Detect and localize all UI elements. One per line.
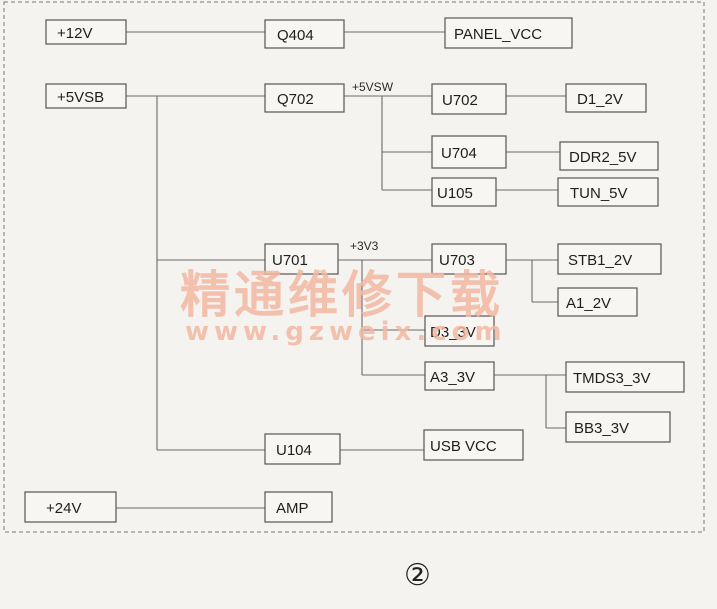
block-label: AMP xyxy=(276,500,309,517)
block-label: USB VCC xyxy=(430,438,497,455)
block-label: D1_2V xyxy=(577,91,623,108)
block-a1-2v: A1_2V xyxy=(557,287,638,317)
block-label: DDR2_5V xyxy=(569,149,637,166)
block-u703: U703 xyxy=(431,243,507,275)
watermark-url: www.gzweix.com xyxy=(185,317,507,347)
block-label: D3_3V xyxy=(430,324,476,341)
block-label: +5VSB xyxy=(57,89,104,106)
figure-number: ② xyxy=(404,558,431,593)
block-q702: Q702 xyxy=(264,83,345,113)
block-label: Q404 xyxy=(277,27,314,44)
block-u104: U104 xyxy=(264,433,341,465)
block-u701: U701 xyxy=(264,243,339,275)
watermark-chinese: 精通维修下载 xyxy=(180,266,504,324)
block-label: U701 xyxy=(272,252,308,269)
block-label: TUN_5V xyxy=(570,185,628,202)
block-p5vsb: +5VSB xyxy=(45,83,127,109)
block-bb3-3v: BB3_3V xyxy=(565,411,671,443)
block-label: STB1_2V xyxy=(568,252,632,269)
block-label: PANEL_VCC xyxy=(454,26,542,43)
block-q404: Q404 xyxy=(264,19,345,49)
block-tmds3-3v: TMDS3_3V xyxy=(565,361,685,393)
block-label: +24V xyxy=(46,500,81,517)
block-label: U703 xyxy=(439,252,475,269)
wires xyxy=(116,31,566,509)
block-a3-3v: A3_3V xyxy=(424,361,495,391)
block-label: Q702 xyxy=(277,91,314,108)
block-usb-vcc: USB VCC xyxy=(423,429,524,461)
block-label: U704 xyxy=(441,145,477,162)
block-d3-3v: D3_3V xyxy=(424,315,495,347)
block-label: BB3_3V xyxy=(574,420,629,437)
block-label: U104 xyxy=(276,442,312,459)
block-u704: U704 xyxy=(431,135,507,169)
block-p24v: +24V xyxy=(24,491,117,523)
net-label-5vsw: +5VSW xyxy=(352,80,394,94)
block-u702: U702 xyxy=(431,83,507,115)
block-p12v: +12V xyxy=(45,19,127,45)
block-stb1-2v: STB1_2V xyxy=(557,243,662,275)
block-ddr2-5v: DDR2_5V xyxy=(559,141,659,171)
net-label-3v3: +3V3 xyxy=(350,239,379,253)
block-label: A1_2V xyxy=(566,295,611,312)
block-label: U105 xyxy=(437,185,473,202)
block-label: +12V xyxy=(57,25,92,42)
block-label: TMDS3_3V xyxy=(573,370,651,387)
block-d1-2v: D1_2V xyxy=(565,83,647,113)
block-label: A3_3V xyxy=(430,369,475,386)
block-panel-vcc: PANEL_VCC xyxy=(444,17,573,49)
block-tun-5v: TUN_5V xyxy=(557,177,659,207)
block-amp: AMP xyxy=(264,491,333,523)
block-label: U702 xyxy=(442,92,478,109)
block-u105: U105 xyxy=(431,177,497,207)
